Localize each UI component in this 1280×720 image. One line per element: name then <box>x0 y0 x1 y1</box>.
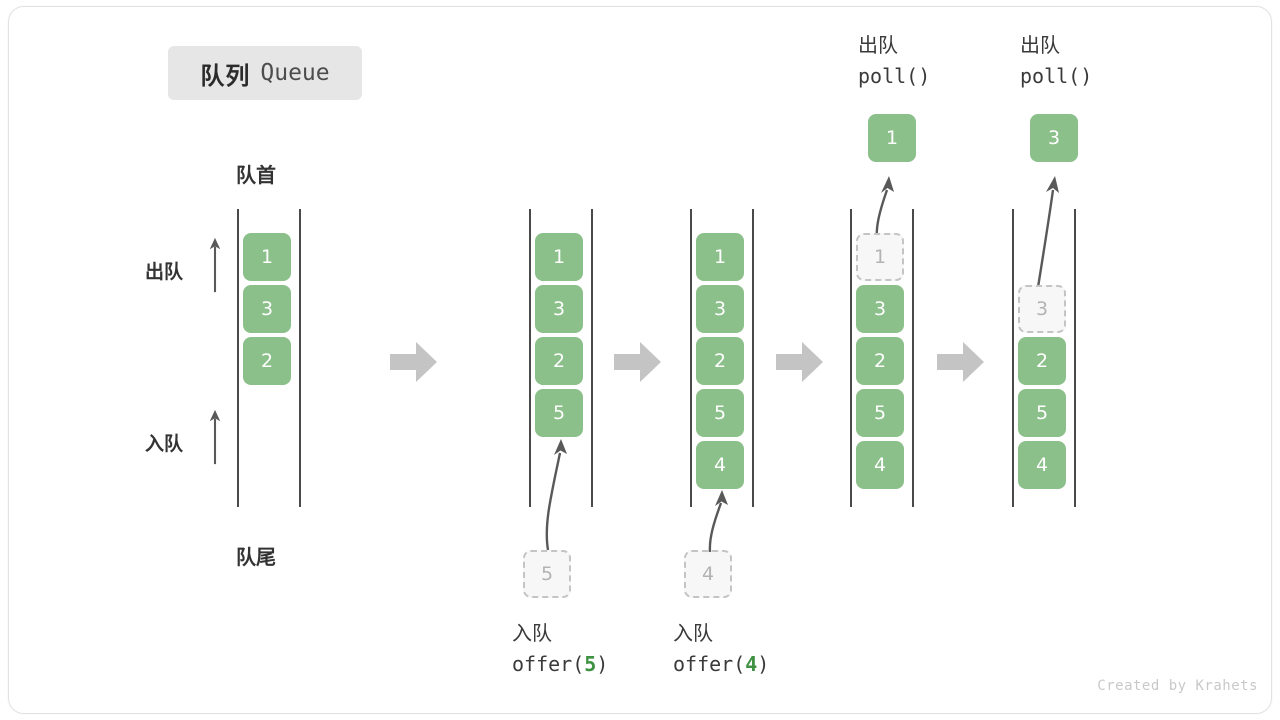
operation-caption-poll-1: 出队 poll() <box>858 30 930 92</box>
queue-title-cn: 队列 <box>200 61 251 90</box>
code-pre: poll( <box>1020 64 1081 88</box>
operation-caption-code: poll() <box>1020 61 1092 92</box>
dequeue-direction-label: 出队 <box>145 261 184 283</box>
incoming-ghost-cell: 4 <box>684 550 732 598</box>
popped-cell: 3 <box>1030 114 1078 162</box>
queue-cell: 1 <box>243 233 291 281</box>
popped-cell: 1 <box>868 114 916 162</box>
enqueue-direction-label: 入队 <box>145 433 184 455</box>
rail-left <box>690 209 692 507</box>
enqueue-connector-arrow-icon <box>545 439 567 551</box>
operation-caption-cn: 入队 <box>673 621 713 645</box>
tail-label: 队尾 <box>236 545 276 569</box>
queue-cell: 2 <box>696 337 744 385</box>
queue-column-poll-1: 出队 poll() 1 1 3 2 5 4 <box>818 0 1018 720</box>
queue-cell-removed: 3 <box>1018 285 1066 333</box>
queue-cell: 4 <box>856 441 904 489</box>
step-arrow-icon <box>614 342 661 382</box>
queue-cell: 1 <box>535 233 583 281</box>
queue-column-poll-3: 出队 poll() 3 3 2 5 4 <box>980 0 1180 720</box>
operation-caption-cn: 出队 <box>1020 33 1060 57</box>
queue-cell: 5 <box>1018 389 1066 437</box>
code-arg: 5 <box>584 652 597 676</box>
code-pre: poll( <box>858 64 919 88</box>
code-post: ) <box>1080 64 1093 88</box>
queue-column-offer-5: 1 3 2 5 5 入队 offer(5) <box>497 0 697 720</box>
queue-cell: 3 <box>243 285 291 333</box>
queue-cell-new: 4 <box>696 441 744 489</box>
queue-column-offer-4: 1 3 2 5 4 4 入队 offer(4) <box>658 0 858 720</box>
operation-caption-offer-5: 入队 offer(5) <box>512 618 608 680</box>
code-pre: offer( <box>673 652 746 676</box>
enqueue-connector-arrow-icon <box>708 490 728 553</box>
code-post: ) <box>918 64 931 88</box>
code-post: ) <box>757 652 770 676</box>
queue-cell: 2 <box>856 337 904 385</box>
code-post: ) <box>596 652 609 676</box>
queue-cell: 3 <box>535 285 583 333</box>
operation-caption-poll-3: 出队 poll() <box>1020 30 1092 92</box>
incoming-ghost-cell: 5 <box>523 550 571 598</box>
rail-right <box>1074 209 1076 507</box>
rail-right <box>912 209 914 507</box>
operation-caption-code: offer(4) <box>673 649 769 680</box>
queue-cell-removed: 1 <box>856 233 904 281</box>
queue-cell: 5 <box>696 389 744 437</box>
dequeue-direction-arrow-icon <box>209 237 221 293</box>
queue-cell-new: 5 <box>535 389 583 437</box>
operation-caption-offer-4: 入队 offer(4) <box>673 618 769 680</box>
queue-cell: 2 <box>1018 337 1066 385</box>
step-arrow-icon <box>937 342 984 382</box>
rail-right <box>591 209 593 507</box>
queue-cell: 2 <box>535 337 583 385</box>
operation-caption-cn: 出队 <box>858 33 898 57</box>
enqueue-direction-arrow-icon <box>209 409 221 465</box>
code-arg: 4 <box>745 652 758 676</box>
operation-caption-code: offer(5) <box>512 649 608 680</box>
step-arrow-icon <box>776 342 823 382</box>
queue-cell: 4 <box>1018 441 1066 489</box>
rail-left <box>1012 209 1014 507</box>
rail-left <box>850 209 852 507</box>
queue-cell: 1 <box>696 233 744 281</box>
queue-cell: 3 <box>856 285 904 333</box>
queue-cell: 5 <box>856 389 904 437</box>
rail-right <box>299 209 301 507</box>
dequeue-connector-arrow-icon <box>1034 176 1059 301</box>
code-pre: offer( <box>512 652 585 676</box>
queue-title-badge: 队列 Queue <box>168 46 362 100</box>
queue-title-en: Queue <box>260 60 330 86</box>
step-arrow-icon <box>390 342 437 382</box>
head-label: 队首 <box>236 163 276 187</box>
rail-right <box>752 209 754 507</box>
queue-cell: 3 <box>696 285 744 333</box>
queue-cell: 2 <box>243 337 291 385</box>
operation-caption-cn: 入队 <box>512 621 552 645</box>
queue-column-initial: 1 3 2 <box>205 0 405 720</box>
rail-left <box>529 209 531 507</box>
watermark: Created by Krahets <box>1097 678 1258 694</box>
rail-left <box>237 209 239 507</box>
operation-caption-code: poll() <box>858 61 930 92</box>
